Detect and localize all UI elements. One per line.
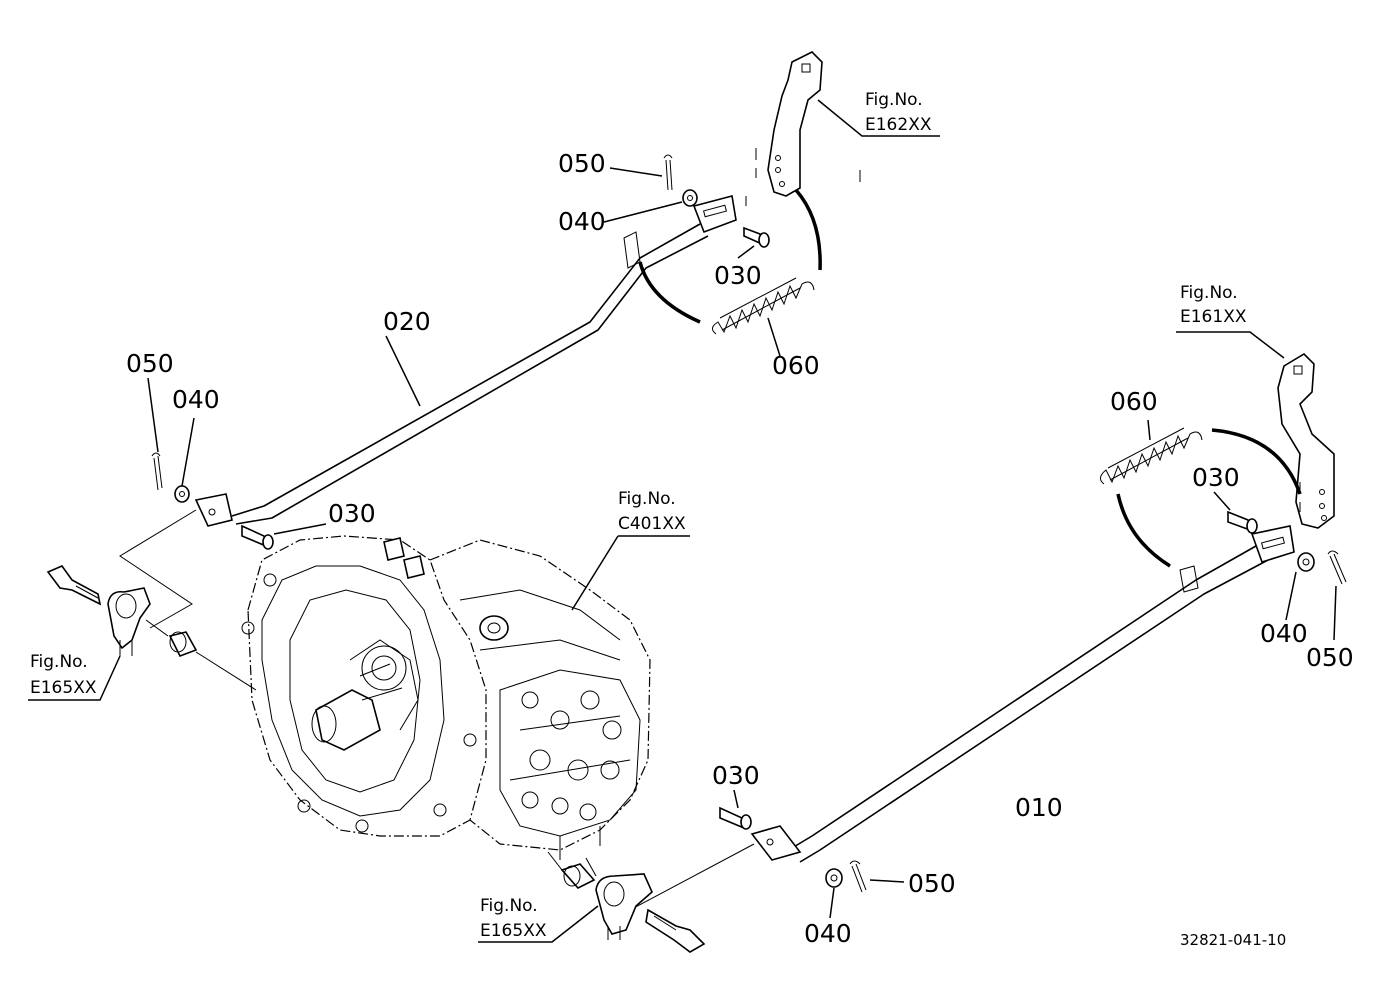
label-020: 020 bbox=[383, 307, 431, 336]
label-030-bottom: 030 bbox=[712, 761, 760, 790]
bolt-left[interactable] bbox=[46, 565, 102, 606]
rod-020-left-hardware bbox=[119, 377, 327, 629]
valve-block[interactable] bbox=[499, 669, 641, 837]
label-050-top: 050 bbox=[558, 149, 606, 178]
ref-c401-code: C401XX bbox=[618, 514, 686, 534]
pin-030-bottom[interactable] bbox=[719, 806, 746, 830]
bracket-e165-bottom-body[interactable] bbox=[595, 873, 653, 935]
spring-arrow-right-1 bbox=[1211, 428, 1302, 495]
rod-010[interactable] bbox=[791, 545, 1269, 863]
spring-arrow-right-2 bbox=[1116, 493, 1171, 568]
label-040-right: 040 bbox=[1260, 619, 1308, 648]
bell-housing[interactable] bbox=[247, 535, 487, 837]
pedal-arm-e162[interactable] bbox=[767, 51, 823, 197]
label-050-right: 050 bbox=[1306, 643, 1354, 672]
rod-010-bracket bbox=[1179, 565, 1199, 593]
drawing-code: 32821-041-10 bbox=[1180, 931, 1286, 949]
spring-arrow-top-2 bbox=[794, 188, 822, 271]
ref-e162-prefix: Fig.No. bbox=[865, 90, 923, 110]
figure-references: Fig.No. E162XX Fig.No. E161XX Fig.No. C4… bbox=[30, 90, 1247, 941]
ref-e165-left-code: E165XX bbox=[30, 678, 97, 698]
ref-c401-prefix: Fig.No. bbox=[618, 489, 676, 509]
label-050-bottom: 050 bbox=[908, 869, 956, 898]
rod-010-clevis-lower[interactable] bbox=[750, 825, 802, 861]
rod-010-bottom-hardware bbox=[629, 789, 905, 919]
cotter-pin-050-left[interactable] bbox=[151, 452, 163, 491]
main-case[interactable] bbox=[429, 539, 651, 851]
label-060-top: 060 bbox=[772, 351, 820, 380]
label-040-left: 040 bbox=[172, 385, 220, 414]
washer-040-bottom[interactable] bbox=[825, 868, 843, 888]
ref-e162-code: E162XX bbox=[865, 115, 932, 135]
pedal-arm-e161[interactable] bbox=[1277, 352, 1335, 529]
bushing-left[interactable] bbox=[168, 631, 198, 658]
rod-020-assembly bbox=[194, 51, 940, 527]
washer-040-left[interactable] bbox=[174, 485, 190, 503]
part-labels: 020 010 050 040 030 060 050 040 030 060 … bbox=[126, 149, 1354, 948]
ref-e165-bottom-code: E165XX bbox=[480, 921, 547, 941]
cotter-pin-050-right[interactable] bbox=[1327, 550, 1347, 585]
label-060-right: 060 bbox=[1110, 387, 1158, 416]
rod-010-clevis-upper[interactable] bbox=[1250, 525, 1295, 563]
spring-arrow-top-1 bbox=[638, 261, 701, 324]
ref-e165-left-prefix: Fig.No. bbox=[30, 652, 88, 672]
input-shaft[interactable] bbox=[315, 689, 381, 751]
label-030-left: 030 bbox=[328, 499, 376, 528]
washer-040-right[interactable] bbox=[1297, 552, 1315, 572]
rod-010-assembly bbox=[750, 331, 1347, 863]
transmission-c401 bbox=[241, 535, 690, 860]
label-030-top: 030 bbox=[714, 261, 762, 290]
bushing-bottom[interactable] bbox=[560, 863, 596, 889]
cotter-pin-050-bottom[interactable] bbox=[849, 860, 867, 893]
label-010: 010 bbox=[1015, 793, 1063, 822]
spring-060-top[interactable] bbox=[712, 281, 815, 335]
ref-e165-bottom-prefix: Fig.No. bbox=[480, 896, 538, 916]
cotter-pin-050-top[interactable] bbox=[663, 154, 673, 191]
ref-e161-prefix: Fig.No. bbox=[1180, 283, 1238, 303]
bracket-e165-left bbox=[28, 565, 257, 701]
label-050-left: 050 bbox=[126, 349, 174, 378]
rod-020[interactable] bbox=[231, 223, 709, 525]
ref-e161-code: E161XX bbox=[1180, 307, 1247, 327]
washer-040-top[interactable] bbox=[682, 189, 698, 207]
label-030-right: 030 bbox=[1192, 463, 1240, 492]
spring-060-right[interactable] bbox=[1100, 431, 1203, 485]
bracket-e165-bottom bbox=[478, 851, 706, 953]
label-040-top: 040 bbox=[558, 207, 606, 236]
label-040-bottom: 040 bbox=[804, 919, 852, 948]
rod-020-bracket bbox=[623, 231, 641, 269]
